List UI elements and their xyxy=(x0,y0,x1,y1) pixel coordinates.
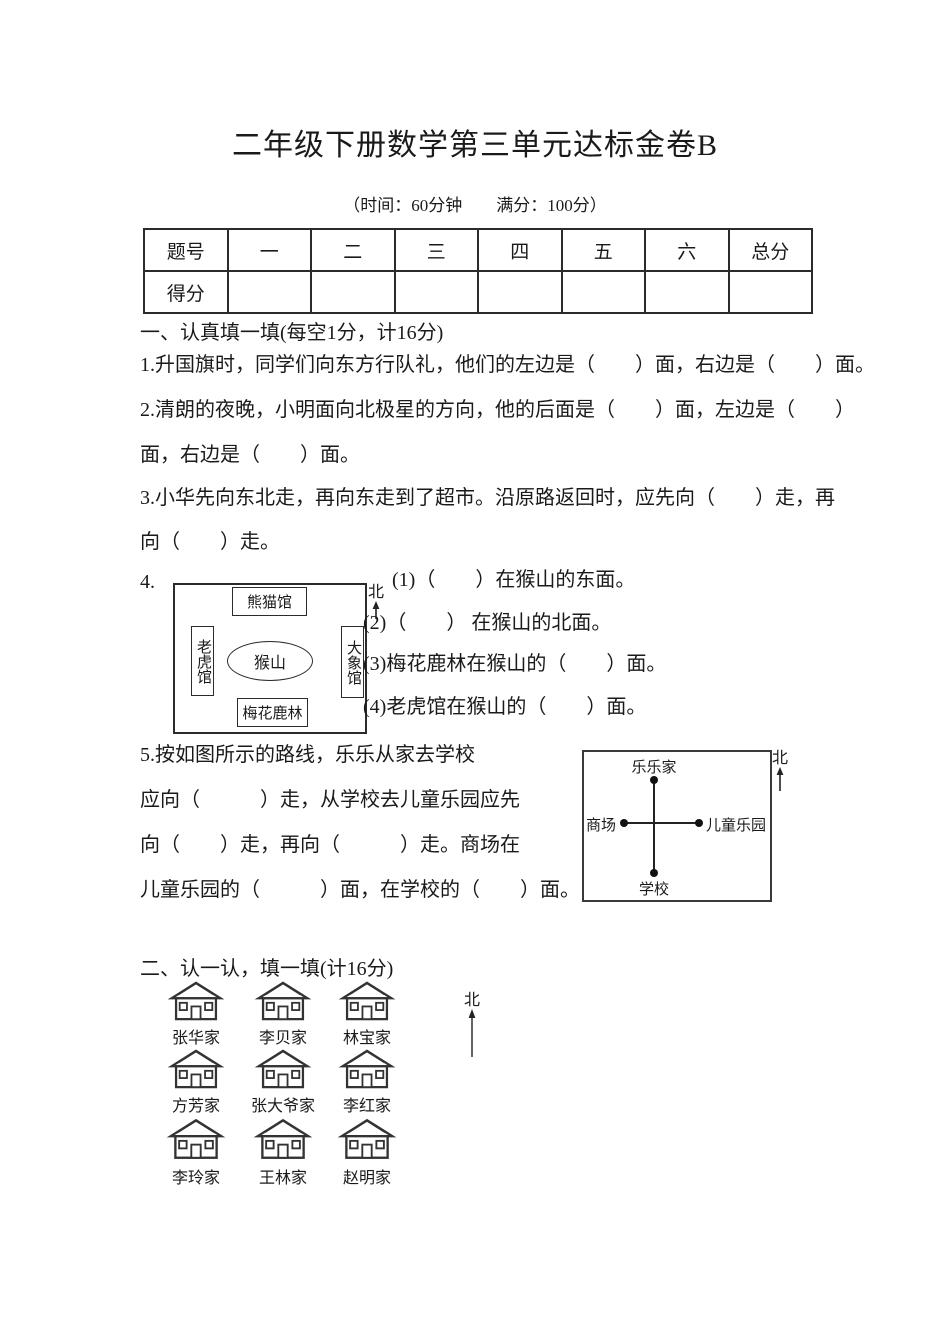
panda-hall-box: 熊猫馆 xyxy=(232,587,307,616)
q5-north-indicator: 北 xyxy=(772,751,788,791)
playground-dot xyxy=(695,819,703,827)
house-icon xyxy=(256,1119,310,1159)
house-label: 王林家 xyxy=(258,1170,307,1187)
house-icon xyxy=(170,981,222,1021)
mall-label: 商场 xyxy=(586,818,617,834)
score-table-header-cell: 二 xyxy=(310,228,396,272)
question-2-line2: 面，右边是（ ）面。 xyxy=(140,444,360,466)
house-icon xyxy=(341,981,393,1021)
school-label: 学校 xyxy=(638,882,670,898)
question-4-number: 4. xyxy=(140,571,155,593)
playground-label: 儿童乐园 xyxy=(706,818,767,834)
tiger-hall-box: 老虎馆 xyxy=(191,626,214,696)
question-2-line1: 2.清朗的夜晚，小明面向北极星的方向，他的后面是（ ）面，左边是（ ） xyxy=(140,399,855,421)
q5-north-label: 北 xyxy=(772,750,789,767)
question-3-line1: 3.小华先向东北走，再向东走到了超市。沿原路返回时，应先向（ ）走，再 xyxy=(140,487,835,509)
question-4-sub3: (3)梅花鹿林在猴山的（ ）面。 xyxy=(363,653,667,675)
score-row-label: 得分 xyxy=(143,270,229,314)
house-item: 李玲家 xyxy=(146,1116,246,1188)
house-label: 李红家 xyxy=(342,1098,391,1115)
section2-north-indicator: 北 xyxy=(464,993,480,1057)
section2-north-label: 北 xyxy=(464,992,481,1009)
house-item: 张大爷家 xyxy=(233,1048,333,1116)
north-arrow-icon xyxy=(776,767,784,791)
house-label: 林宝家 xyxy=(342,1030,391,1047)
house-item: 赵明家 xyxy=(317,1116,417,1188)
score-table-header-cell: 三 xyxy=(393,228,479,272)
score-cell-empty xyxy=(560,270,646,314)
question-4-sub1: (1)（ ）在猴山的东面。 xyxy=(392,569,636,591)
house-label: 张华家 xyxy=(171,1030,220,1047)
section2-heading: 二、认一认，填一填(计16分) xyxy=(140,958,394,980)
score-cell-empty xyxy=(226,270,312,314)
house-icon xyxy=(257,981,309,1021)
house-icon xyxy=(170,1049,222,1089)
house-item: 李贝家 xyxy=(233,980,333,1048)
score-table-header-cell: 四 xyxy=(477,228,563,272)
house-item: 李红家 xyxy=(317,1048,417,1116)
lele-home-label: 乐乐家 xyxy=(631,760,677,776)
north-arrow-icon xyxy=(372,601,380,619)
score-table-header-cell: 总分 xyxy=(727,228,813,272)
score-cell-empty xyxy=(644,270,730,314)
house-icon xyxy=(169,1119,223,1159)
score-table-header-cell: 六 xyxy=(644,228,730,272)
score-table: 题号 一 二 三 四 五 六 总分 得分 xyxy=(143,228,813,314)
q4-north-label: 北 xyxy=(368,584,385,601)
question-5-line4: 儿童乐园的（ ）面，在学校的（ ）面。 xyxy=(140,879,580,901)
house-item: 方芳家 xyxy=(146,1048,246,1116)
section1-heading: 一、认真填一填(每空1分，计16分) xyxy=(140,322,444,344)
score-cell-empty xyxy=(393,270,479,314)
question-5-line2: 应向（ ）走，从学校去儿童乐园应先 xyxy=(140,789,520,811)
score-table-header-cell: 五 xyxy=(560,228,646,272)
house-item: 王林家 xyxy=(233,1116,333,1188)
house-icon xyxy=(257,1049,309,1089)
route-vertical-line xyxy=(653,779,655,874)
question-4-sub4: (4)老虎馆在猴山的（ ）面。 xyxy=(363,696,647,718)
q4-north-indicator: 北 xyxy=(368,585,384,619)
route-horizontal-line xyxy=(624,822,700,824)
score-cell-empty xyxy=(310,270,396,314)
score-cell-empty xyxy=(477,270,563,314)
house-icon xyxy=(341,1049,393,1089)
lele-home-dot xyxy=(650,776,658,784)
question-5-line1: 5.按如图所示的路线，乐乐从家去学校 xyxy=(140,744,475,766)
page-title: 二年级下册数学第三单元达标金卷B xyxy=(231,129,718,162)
school-dot xyxy=(650,869,658,877)
house-icon xyxy=(340,1119,394,1159)
house-item: 林宝家 xyxy=(317,980,417,1048)
score-table-header-cell: 题号 xyxy=(143,228,229,272)
question-5-line3: 向（ ）走，再向（ ）走。商场在 xyxy=(140,834,520,856)
zoo-map-diagram: 熊猫馆 老虎馆 大象馆 猴山 梅花鹿林 xyxy=(173,583,367,734)
question-1: 1.升国旗时，同学们向东方行队礼，他们的左边是（ ）面，右边是（ ）面。 xyxy=(140,354,875,376)
score-table-header-cell: 一 xyxy=(226,228,312,272)
question-3-line2: 向（ ）走。 xyxy=(140,531,280,553)
score-table-score-row: 得分 xyxy=(143,270,813,314)
house-label: 李贝家 xyxy=(258,1030,307,1047)
house-label: 李玲家 xyxy=(171,1170,220,1187)
question-4-sub2: (2)（ ） 在猴山的北面。 xyxy=(363,612,612,634)
mall-dot xyxy=(620,819,628,827)
deer-forest-box: 梅花鹿林 xyxy=(237,698,308,727)
house-item: 张华家 xyxy=(146,980,246,1048)
north-arrow-icon xyxy=(468,1009,476,1057)
house-label: 张大爷家 xyxy=(250,1098,315,1115)
score-table-header-row: 题号 一 二 三 四 五 六 总分 xyxy=(143,228,813,272)
page-subtitle: （时间：60分钟 满分：100分） xyxy=(343,196,607,215)
score-cell-empty xyxy=(727,270,813,314)
elephant-hall-box: 大象馆 xyxy=(341,626,364,698)
monkey-hill-ellipse: 猴山 xyxy=(227,641,313,681)
route-map-diagram: 乐乐家 商场 儿童乐园 学校 xyxy=(582,750,772,902)
house-label: 方芳家 xyxy=(171,1098,220,1115)
house-label: 赵明家 xyxy=(342,1170,391,1187)
